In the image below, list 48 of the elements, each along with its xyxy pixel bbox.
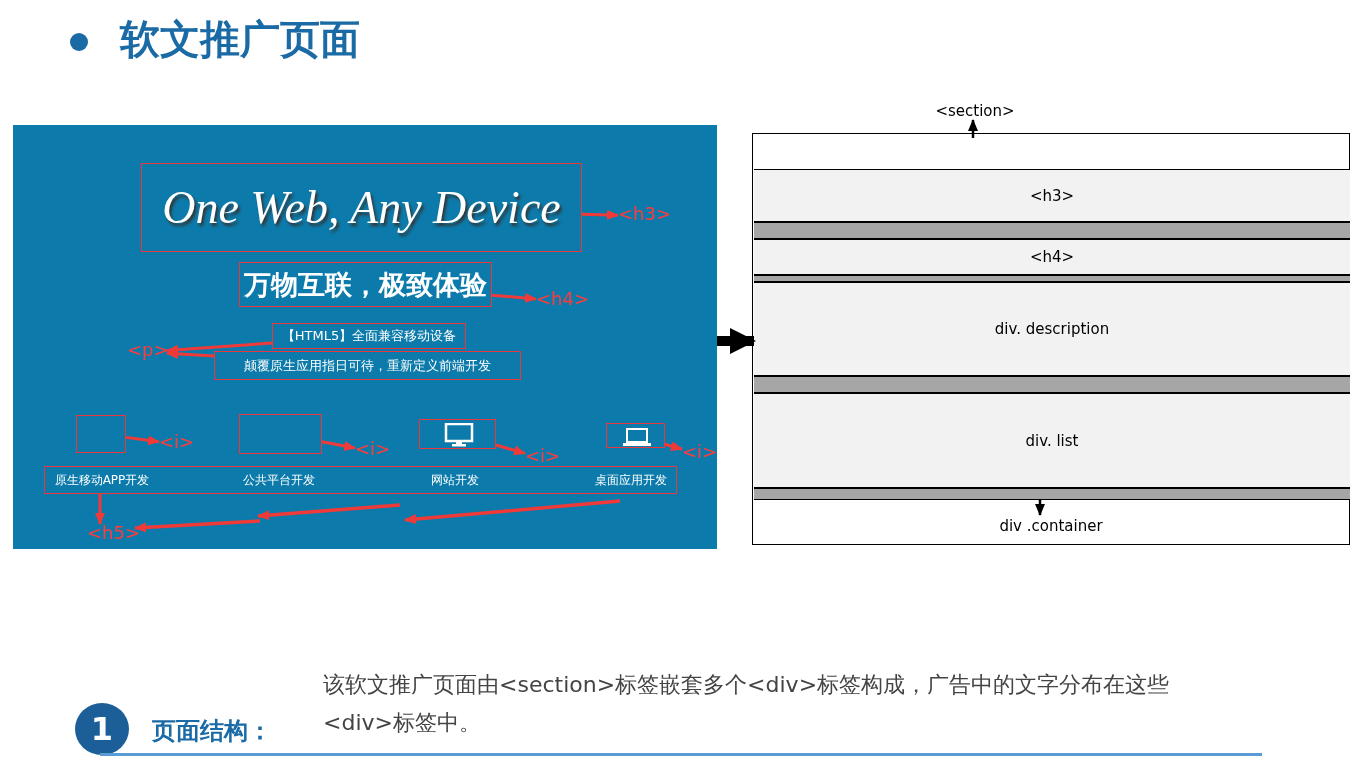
arrow <box>495 443 526 456</box>
tag-label: div .container <box>991 515 1111 537</box>
arrow <box>968 119 978 138</box>
icon-frame <box>239 414 322 454</box>
banner-background <box>13 125 717 549</box>
divider-band <box>754 222 1350 239</box>
arrow <box>581 209 619 220</box>
arrow <box>1035 500 1045 516</box>
divider-band <box>754 488 1350 500</box>
arrow <box>125 435 160 446</box>
description-text: 该软文推广页面由<section>标签嵌套多个<div>标签构成，广告中的文字分布在这些<div>标签中。 <box>323 671 1171 737</box>
paragraph-box: 颠覆原生应用指日可待，重新定义前端开发 <box>214 351 521 380</box>
arrow <box>134 519 261 533</box>
number-badge: 1 <box>75 703 129 755</box>
tag-label: <section> <box>939 102 1011 120</box>
item-label: 网站开发 <box>431 471 479 489</box>
tag-label: <h4> <box>536 290 586 312</box>
tag-label: <p> <box>127 341 167 363</box>
arrow <box>166 341 273 355</box>
layout-band: div. list <box>754 393 1350 488</box>
headline-box: One Web, Any Device <box>141 163 582 252</box>
slide-title: 软文推广页面 <box>120 15 360 64</box>
tag-label: <h3> <box>618 205 668 227</box>
tag-label: <i> <box>525 447 557 469</box>
icon-frame <box>76 415 126 453</box>
arrow <box>717 328 756 354</box>
arrow <box>321 440 356 451</box>
icon-frame <box>419 419 496 449</box>
list-box <box>44 466 677 494</box>
layout-band: <h4> <box>754 239 1350 275</box>
item-label: 原生移动APP开发 <box>54 471 150 489</box>
section-heading: 页面结构： <box>152 716 272 747</box>
subtitle-box: 万物互联，极致体验 <box>239 262 492 307</box>
icon-frame <box>606 423 665 448</box>
tag-label: <i> <box>159 433 191 455</box>
tag-label: <i> <box>682 443 714 465</box>
item-label: 公共平台开发 <box>243 471 315 489</box>
arrow <box>491 293 537 303</box>
arrow <box>95 494 105 525</box>
divider-band <box>754 376 1350 393</box>
layout-band: <h3> <box>754 169 1350 222</box>
layout-band: div. description <box>754 282 1350 376</box>
arrow <box>664 441 683 451</box>
paragraph-box: 【HTML5】全面兼容移动设备 <box>272 323 466 349</box>
item-label: 桌面应用开发 <box>595 471 667 489</box>
section-box <box>752 133 1350 545</box>
divider-band <box>754 275 1350 282</box>
tag-label: <i> <box>355 440 387 462</box>
